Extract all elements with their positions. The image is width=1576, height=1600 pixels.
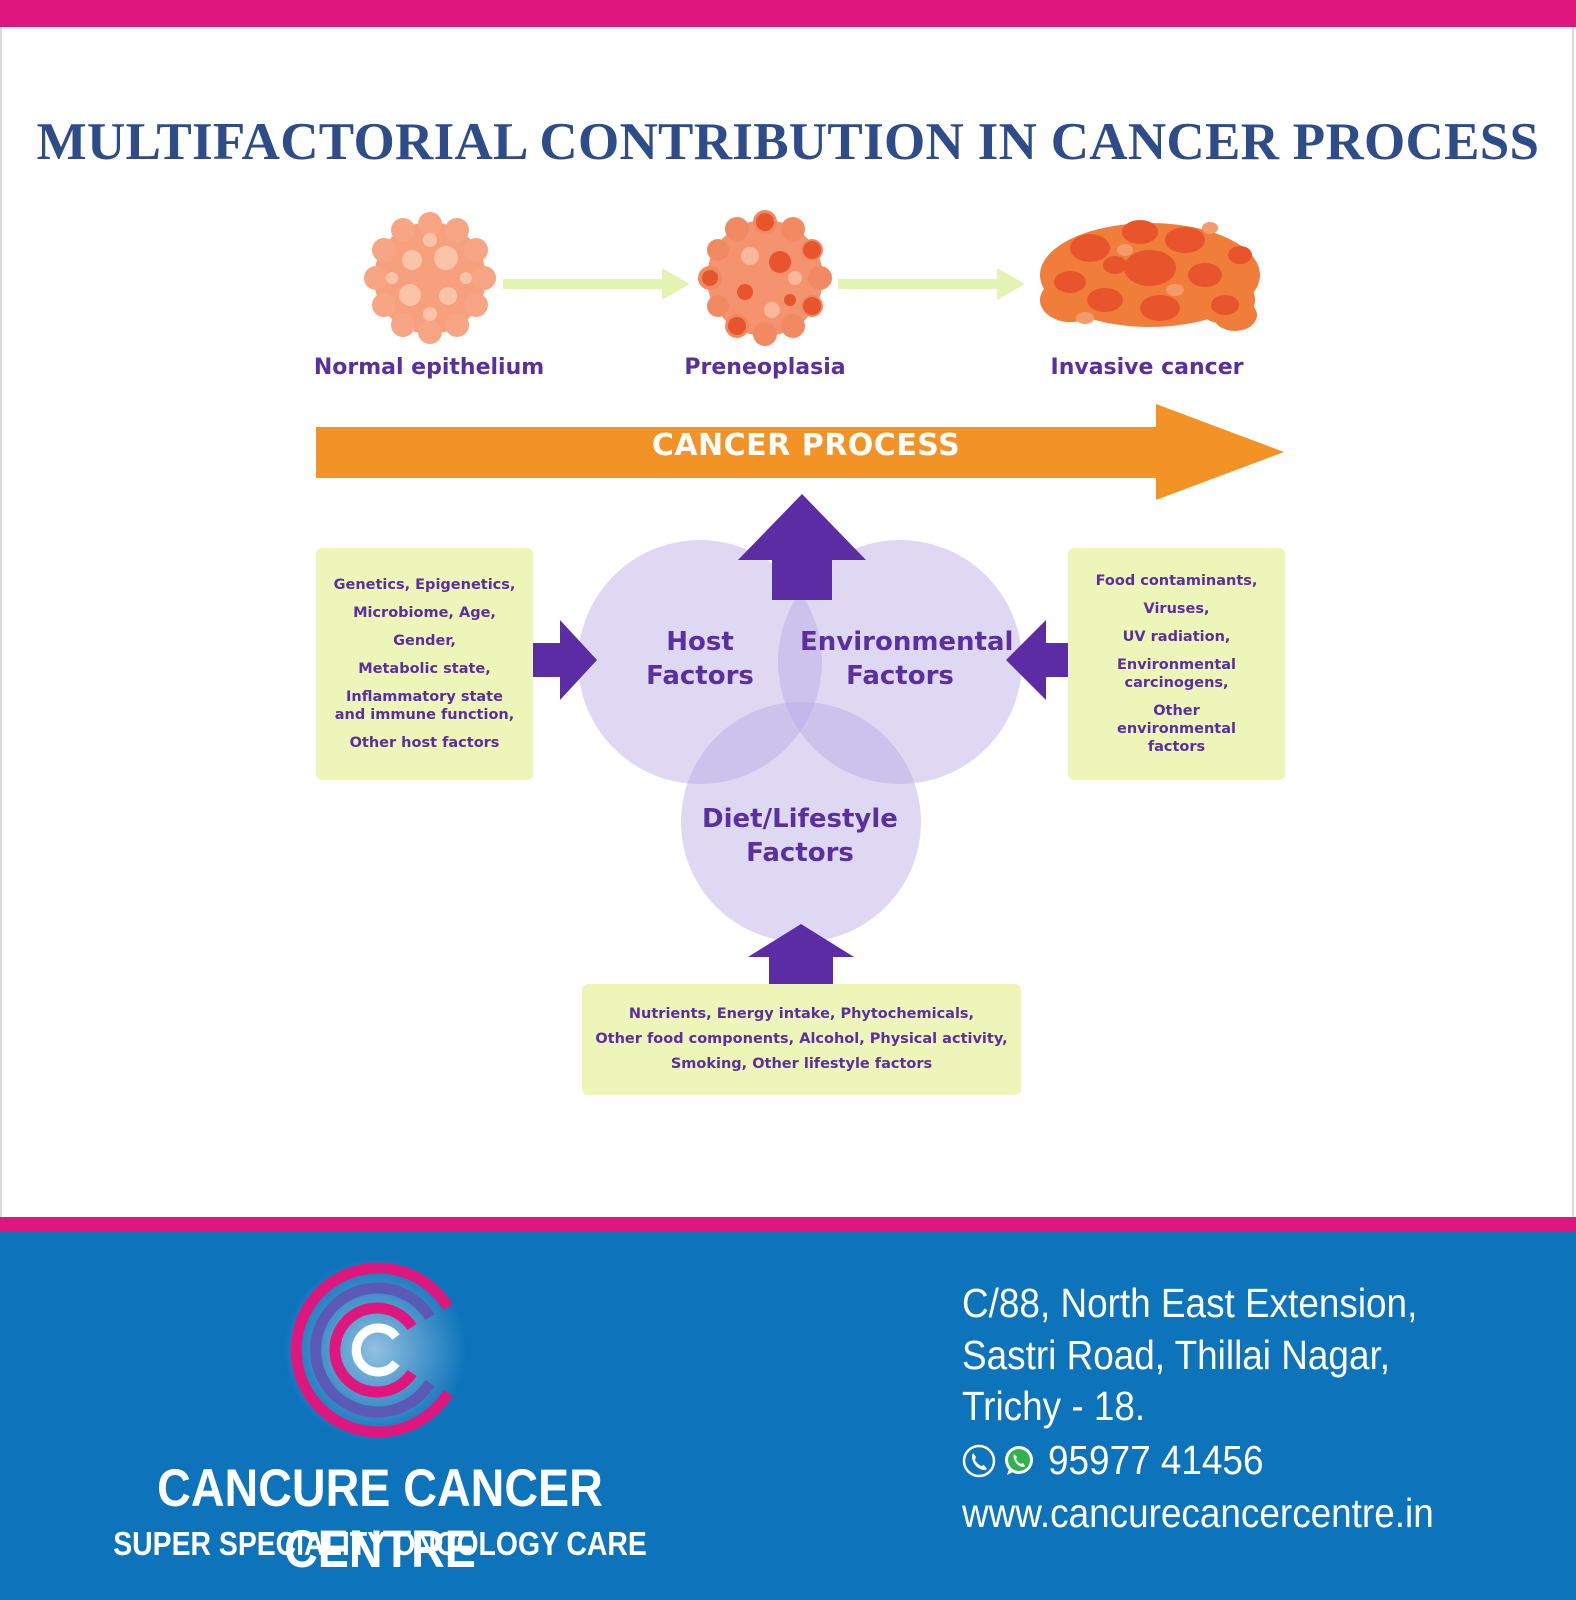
factor-venn-circles xyxy=(578,540,1022,942)
diet-box-item: Smoking, Other lifestyle factors xyxy=(670,1056,933,1072)
address-line-3: Trichy - 18. xyxy=(962,1383,1146,1429)
environment-box-item: Other environmental factors xyxy=(1117,703,1236,755)
invasive-cancer-cell-icon xyxy=(1040,220,1260,331)
environment-box-item: Food contaminants, xyxy=(1095,573,1258,589)
top-accent-bar xyxy=(0,0,1576,27)
host-box-item: Microbiome, Age, xyxy=(353,605,496,621)
stage-label-invasive: Invasive cancer xyxy=(1050,355,1244,380)
environment-box-item: Environmental carcinogens, xyxy=(1116,657,1237,691)
stage-arrow-1 xyxy=(503,268,690,300)
address-line-1: C/88, North East Extension, xyxy=(962,1280,1418,1326)
cancure-logo xyxy=(283,1258,467,1442)
stage-label-preneoplasia: Preneoplasia xyxy=(684,355,846,380)
page-title: MULTIFACTORIAL CONTRIBUTION IN CANCER PR… xyxy=(36,113,1540,171)
environment-input-arrow xyxy=(1006,620,1068,700)
brand-tagline: SUPER SPECIALITY ONCOLOGY CARE xyxy=(113,1525,647,1562)
phone-contact[interactable]: 95977 41456 xyxy=(962,1437,1287,1484)
host-factors-box: Genetics, Epigenetics, Microbiome, Age, … xyxy=(316,548,533,780)
diet-box-item: Nutrients, Energy intake, Phytochemicals… xyxy=(628,1006,975,1022)
diet-input-arrow xyxy=(748,924,854,984)
host-factors-label: Host Factors xyxy=(646,627,754,691)
stage-arrow-2 xyxy=(838,268,1025,300)
diet-lifestyle-box: Nutrients, Energy intake, Phytochemicals… xyxy=(582,984,1021,1095)
diet-box-item: Other food components, Alcohol, Physical… xyxy=(595,1031,1008,1047)
stage-label-normal: Normal epithelium xyxy=(313,355,545,380)
website-link[interactable]: www.cancurecancercentre.in xyxy=(962,1490,1434,1536)
phone-number[interactable]: 95977 41456 xyxy=(1048,1437,1264,1483)
diet-lifestyle-factors-label: Diet/Lifestyle Factors xyxy=(702,804,898,868)
brand-name: CANCURE CANCER CENTRE xyxy=(157,1459,603,1579)
host-box-item: Metabolic state, xyxy=(358,661,491,677)
footer xyxy=(0,1231,1576,1600)
address-line-2: Sastri Road, Thillai Nagar, xyxy=(962,1332,1390,1378)
normal-epithelium-cell-icon xyxy=(364,212,496,344)
content-frame xyxy=(0,27,1574,1217)
environment-box-item: Viruses, xyxy=(1143,601,1210,617)
environmental-factors-label: Environmental Factors xyxy=(800,627,1014,691)
phone-icon xyxy=(962,1444,996,1477)
environment-box-item: UV radiation, xyxy=(1122,629,1231,645)
whatsapp-icon xyxy=(1005,1445,1033,1475)
host-box-item: Inflammatory state and immune function, xyxy=(334,689,515,723)
host-input-arrow xyxy=(533,620,597,700)
host-box-item: Genetics, Epigenetics, xyxy=(333,577,516,593)
up-arrow-to-process xyxy=(738,494,866,600)
cancer-process-arrow xyxy=(316,404,1284,500)
environmental-factors-box: Food contaminants, Viruses, UV radiation… xyxy=(1068,548,1285,780)
host-box-item: Other host factors xyxy=(349,735,500,751)
preneoplasia-cell-icon xyxy=(698,210,832,346)
diagram-graphics xyxy=(316,210,1284,984)
cancer-process-label: CANCER PROCESS xyxy=(651,428,961,463)
host-box-item: Gender, xyxy=(393,633,456,649)
footer-accent-line xyxy=(0,1217,1576,1231)
